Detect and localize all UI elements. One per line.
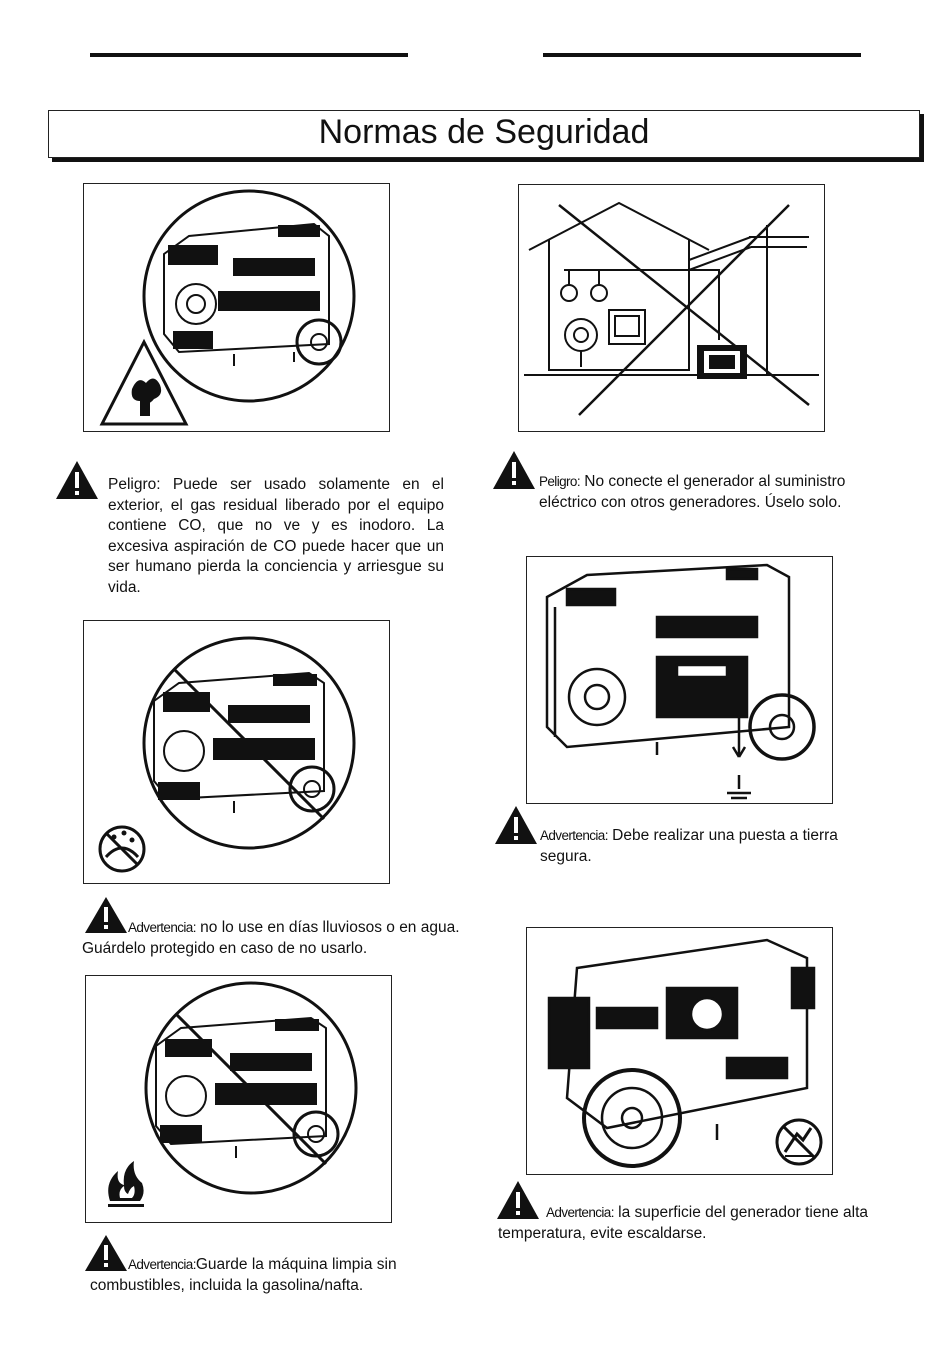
rain-body: no lo use en días lluviosos o en agua. G… — [82, 919, 460, 957]
ground-body: Debe realizar una puesta a tierra segura… — [540, 827, 838, 865]
no-grid-connection-illustration — [518, 184, 825, 432]
hot-warning-text: Advertencia: la superficie del generador… — [498, 1203, 878, 1244]
no-grid-label: Peligro: — [539, 474, 581, 489]
clean-body: Guarde la máquina limpia sin combustible… — [90, 1256, 397, 1294]
toxic-gas-icon — [99, 338, 189, 426]
no-rain-icon — [98, 825, 146, 873]
generator-drawing — [163, 222, 343, 366]
ground-label: Advertencia: — [540, 828, 608, 843]
hot-label: Advertencia: — [546, 1205, 614, 1220]
ground-warning-text: Advertencia: Debe realizar una puesta a … — [540, 826, 870, 867]
co-gas-body: Puede ser usado solamente en el exterior… — [108, 476, 444, 596]
grounding-illustration — [526, 556, 833, 804]
co-gas-label: Peligro: — [108, 476, 161, 493]
warning-triangle-icon — [492, 450, 536, 490]
clean-warning-text: Advertencia:Guarde la máquina limpia sin… — [90, 1255, 450, 1296]
no-fire-illustration — [85, 975, 392, 1223]
warning-triangle-icon — [84, 1234, 128, 1272]
clean-label: Advertencia: — [128, 1257, 196, 1272]
generator-small-drawing — [697, 345, 747, 379]
no-rain-illustration — [83, 620, 390, 884]
hot-body: la superficie del generador tiene alta t… — [498, 1204, 869, 1242]
warning-triangle-icon — [55, 460, 99, 500]
co-gas-warning-text: Peligro: Puede ser usado solamente en el… — [108, 475, 444, 598]
no-grid-body: No conecte el generador al suministro el… — [539, 473, 846, 511]
fire-icon — [108, 1161, 144, 1207]
page-title: Normas de Seguridad — [48, 110, 920, 158]
header-rule-right — [543, 53, 861, 57]
no-touch-hot-surface-icon — [775, 1118, 823, 1166]
no-grid-warning-text: Peligro: No conecte el generador al sumi… — [539, 472, 879, 513]
header-rule-left — [90, 53, 408, 57]
warning-triangle-icon — [496, 1180, 540, 1220]
rain-warning-text: Advertencia: no lo use en días lluviosos… — [82, 918, 462, 959]
warning-triangle-icon — [494, 805, 538, 845]
warning-triangle-icon — [84, 896, 128, 934]
rain-label: Advertencia: — [128, 920, 196, 935]
co-gas-illustration — [83, 183, 390, 432]
hot-surface-illustration — [526, 927, 833, 1175]
